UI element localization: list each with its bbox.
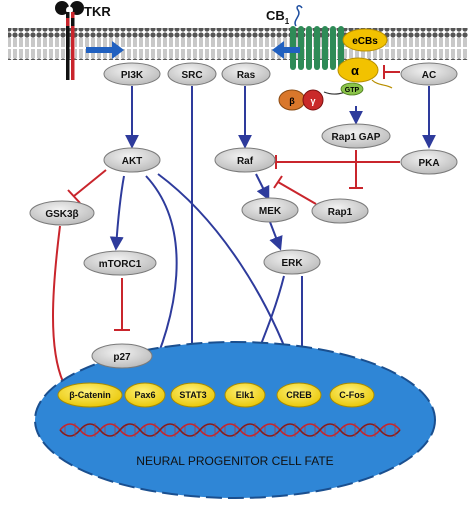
node-p27 [91, 343, 153, 369]
node-akt [103, 147, 161, 173]
edge-akt-mtorc1 [109, 175, 125, 251]
svg-text:Raf: Raf [237, 156, 254, 167]
svg-text:MEK: MEK [259, 206, 282, 217]
node-mek [241, 197, 299, 223]
svg-text:Pax6: Pax6 [134, 390, 155, 400]
node-erk [263, 249, 321, 275]
edge-raf-mek [255, 173, 270, 201]
g-alpha-label: α [351, 63, 359, 78]
tkr-receptor [55, 1, 84, 80]
tf-creb [276, 382, 322, 408]
edge-gsk3b-bcatenin [52, 225, 65, 385]
gtp-molecule [340, 82, 364, 96]
svg-text:PI3K: PI3K [121, 70, 144, 81]
svg-text:C-Fos: C-Fos [339, 390, 365, 400]
nucleus [34, 341, 436, 499]
cell-membrane [8, 28, 468, 60]
cb1-receptor [290, 26, 344, 70]
g-alpha-dangling [371, 79, 393, 89]
edge-akt-gsk3b [73, 169, 107, 197]
node-rap1 [311, 198, 369, 224]
node-ac [400, 62, 458, 86]
tf-beta-catenin [57, 382, 123, 408]
svg-text:Elk1: Elk1 [236, 390, 255, 400]
tf-c-fos [329, 382, 375, 408]
svg-text:PKA: PKA [418, 158, 439, 169]
g-alpha-subunit [337, 57, 379, 83]
cb1-label: CB1 [266, 8, 290, 26]
node-rap1gap [321, 123, 391, 149]
tf-stat3 [170, 382, 216, 408]
nucleus-caption: NEURAL PROGENITOR CELL FATE [136, 454, 333, 468]
svg-text:STAT3: STAT3 [179, 390, 206, 400]
node-raf [214, 147, 276, 173]
tf-elk1 [224, 382, 266, 408]
edge-mek-erk [269, 221, 283, 251]
svg-text:SRC: SRC [181, 70, 202, 81]
tkr-label: TKR [84, 4, 111, 19]
dna-helix [59, 423, 401, 437]
tf-pax6 [124, 382, 166, 408]
cb1-signal-arrow [272, 41, 300, 59]
svg-text:GSK3β: GSK3β [45, 209, 78, 220]
gtp-label: GTP [345, 87, 360, 94]
svg-text:AC: AC [422, 70, 436, 81]
svg-text:mTORC1: mTORC1 [99, 259, 142, 270]
inhibition-edges [52, 65, 400, 389]
signaling-nodes: PI3K SRC Ras AC AKT Rap1 GAP Raf PKA GSK… [29, 62, 458, 369]
svg-text:AKT: AKT [122, 156, 143, 167]
ecbs-ligand [342, 28, 388, 52]
svg-text:CREB: CREB [286, 390, 312, 400]
svg-text:Rap1: Rap1 [328, 207, 353, 218]
node-gsk3b [29, 200, 95, 226]
node-mtorc1 [83, 250, 157, 276]
tkr-signal-arrow [86, 41, 124, 59]
svg-text:ERK: ERK [281, 258, 303, 269]
node-pi3k [103, 62, 161, 86]
transcription-factors: β-Catenin Pax6 STAT3 Elk1 CREB C-Fos [57, 382, 375, 408]
svg-text:Rap1 GAP: Rap1 GAP [332, 132, 381, 143]
node-ras [221, 62, 271, 86]
node-src [167, 62, 217, 86]
node-pka [400, 149, 458, 175]
svg-text:β-Catenin: β-Catenin [69, 390, 111, 400]
g-gamma-subunit [302, 89, 324, 111]
cb1-nterm [294, 5, 303, 27]
g-gamma-label: γ [310, 96, 315, 106]
edge-rap1-raf [277, 181, 317, 205]
svg-text:p27: p27 [113, 352, 131, 363]
g-beta-label: β [289, 96, 295, 106]
svg-text:Ras: Ras [237, 70, 256, 81]
ecbs-label: eCBs [352, 36, 378, 47]
